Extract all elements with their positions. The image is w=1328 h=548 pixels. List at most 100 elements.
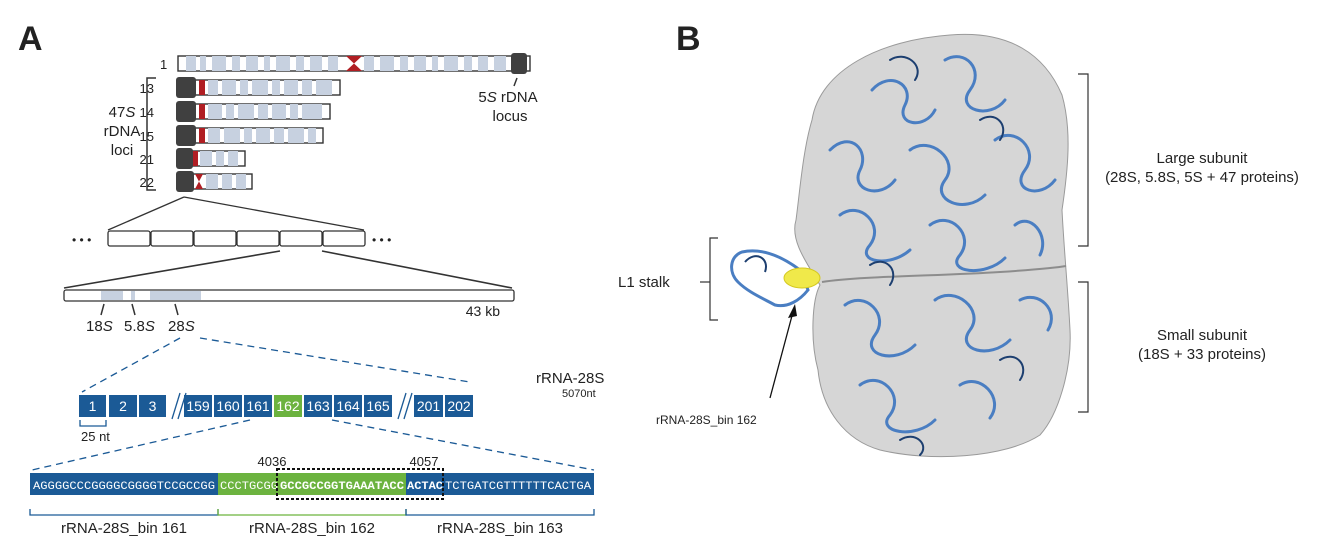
chromosome-15-knob [176,125,196,146]
bin-pointer-label: rRNA-28S_bin 162 [656,413,757,427]
chromosome-21-centromere [193,151,198,166]
chromosome-22-label: 22 [140,175,154,190]
bin-2: 2 [109,395,137,417]
loci-label-line3: loci [111,142,134,159]
chromosome-15: 15 [140,125,324,146]
chromosome-13-knob [176,77,196,98]
bin-164: 164 [334,395,362,417]
fives-pointer [513,77,518,87]
bin-202: 202 [445,395,473,417]
svg-text:CCCTGCGG: CCCTGCGG [220,481,278,493]
bin-159: 159 [184,395,212,417]
chromosome-1-label: 1 [160,57,167,72]
chromosome-1-5s-knob [511,53,527,74]
bin-165: 165 [364,395,392,417]
chromosome-1: 1 [160,53,531,74]
ribosome-structure [730,33,1071,458]
chromosome-22: 22 [140,171,253,192]
svg-text:2: 2 [119,398,127,414]
gene-28s-label: 28S [168,318,195,335]
svg-text:1: 1 [89,398,97,414]
chromosome-22-knob [176,171,194,192]
panel-b-label: B [676,20,701,58]
bin-pointer-arrow [769,311,794,399]
sequence-segment-161 [30,473,218,495]
svg-text:202: 202 [447,398,471,414]
rrna-28s-length: 5070nt [562,388,596,400]
large-subunit-detail: (28S, 5.8S, 5S + 47 proteins) [1105,169,1299,186]
svg-text:159: 159 [186,398,210,414]
fives-label-line2: locus [492,108,527,125]
chromosome-21-knob [176,148,193,169]
sequence-segment-163 [406,473,594,495]
rrna-28s-title: rRNA-28S [536,370,604,387]
bin-161: 161 [244,395,272,417]
gene-58s-label: 5.8S [124,318,155,335]
chromosome-15-label: 15 [140,129,154,144]
highlight-box [276,468,444,500]
repeat-dots-right: • • • [372,233,391,247]
chromosome-13-label: 13 [140,81,154,96]
svg-text:163: 163 [306,398,330,414]
chromosome-21-label: 21 [140,152,154,167]
sequence-segment-162 [218,473,406,495]
repeat-dots-left: • • • [72,233,91,247]
svg-text:161: 161 [246,398,270,414]
position-end: 4057 [410,454,439,469]
small-subunit-detail: (18S + 33 proteins) [1138,346,1266,363]
large-subunit-label: Large subunit [1157,150,1249,167]
svg-text:3: 3 [149,398,157,414]
svg-text:GCCGCCGGTGAAATACC: GCCGCCGGTGAAATACC [280,481,404,493]
chromosome-13-centromere [199,80,205,95]
chromosome-21: 21 [140,148,246,169]
bin-163-label: rRNA-28S_bin 163 [437,520,563,537]
chromosome-14: 14 [140,101,331,122]
large-subunit-bracket [1078,73,1089,247]
gene-58s-block [131,291,135,300]
bin-width-label: 25 nt [81,429,110,444]
gene-28s-block [150,291,201,300]
svg-text:162: 162 [276,398,300,414]
svg-text:201: 201 [417,398,441,414]
loci-bracket [146,77,156,191]
position-start: 4036 [258,454,287,469]
bin-162-highlight [783,267,821,289]
chromosome-22-centromere [195,174,203,189]
sequence-bar: AGGGGCCCGGGGCGGGGTCCGCCGG CCCTGCGG GCCGC… [30,468,594,500]
ribosome-body [794,33,1071,458]
l1-stalk-bracket [709,237,718,321]
bin-162-label: rRNA-28S_bin 162 [249,520,375,537]
svg-text:165: 165 [366,398,390,414]
chromosome-13: 13 [140,77,341,98]
rdna-repeats: • • • • • • [72,230,391,247]
small-subunit-label: Small subunit [1157,327,1248,344]
gene-18s-label: 18S [86,318,113,335]
bin-161-label: rRNA-28S_bin 161 [61,520,187,537]
bin-3: 3 [139,395,166,417]
loci-label: 47S [109,104,136,121]
svg-text:TCTGATCGTTTTTTCACTGA: TCTGATCGTTTTTTCACTGA [445,481,591,493]
unit-length-label: 43 kb [466,303,500,319]
chromosome-1-centromere [346,56,362,71]
chromosome-14-label: 14 [140,105,154,120]
rdna-unit: 43 kb [63,289,515,319]
svg-text:AGGGGCCCGGGGCGGGGTCCGCCGG: AGGGGCCCGGGGCGGGGTCCGCCGG [33,481,215,493]
gene-18s-block [101,291,123,300]
chromosome-14-knob [176,101,196,122]
panel-a-label: A [18,20,43,58]
fives-label: 5S rDNA [478,89,537,106]
svg-text:160: 160 [216,398,240,414]
l1-stalk-label: L1 stalk [618,274,670,291]
loci-label-line2: rDNA [104,123,141,140]
bin-201: 201 [414,395,443,417]
l1-stalk-structure [730,249,810,308]
bins-row: 1 2 3 159 160 161 162 163 164 165 201 20… [79,392,473,420]
chromosome-14-centromere [199,104,205,119]
svg-text:164: 164 [336,398,360,414]
bin-162: 162 [274,395,302,417]
chromosome-1-bands [186,56,506,71]
bin-163: 163 [304,395,332,417]
svg-text:ACTAC: ACTAC [407,481,443,493]
bin-1: 1 [79,395,106,417]
